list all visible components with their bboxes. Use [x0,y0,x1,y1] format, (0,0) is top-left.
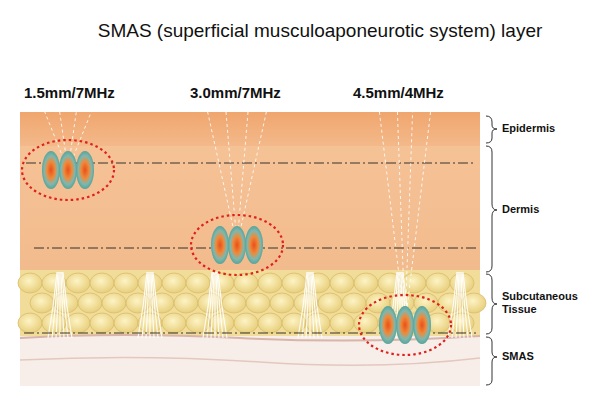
diagram-title: SMAS (superficial musculoaponeurotic sys… [40,20,600,42]
depth-frequency-label: 1.5mm/7MHz [24,84,154,101]
depth-frequency-label: 3.0mm/7MHz [190,84,320,101]
focal-points [22,140,451,355]
layer-label: Subcutaneous Tissue [502,290,596,315]
tissue-layers [18,112,486,386]
ultrasound-beams [40,100,432,325]
depth-frequency-label: 4.5mm/4MHz [353,84,483,101]
layer-label: Dermis [502,203,596,216]
layer-label: SMAS [502,350,596,363]
layer-brackets [486,116,497,385]
layer-label: Epidermis [502,122,596,135]
